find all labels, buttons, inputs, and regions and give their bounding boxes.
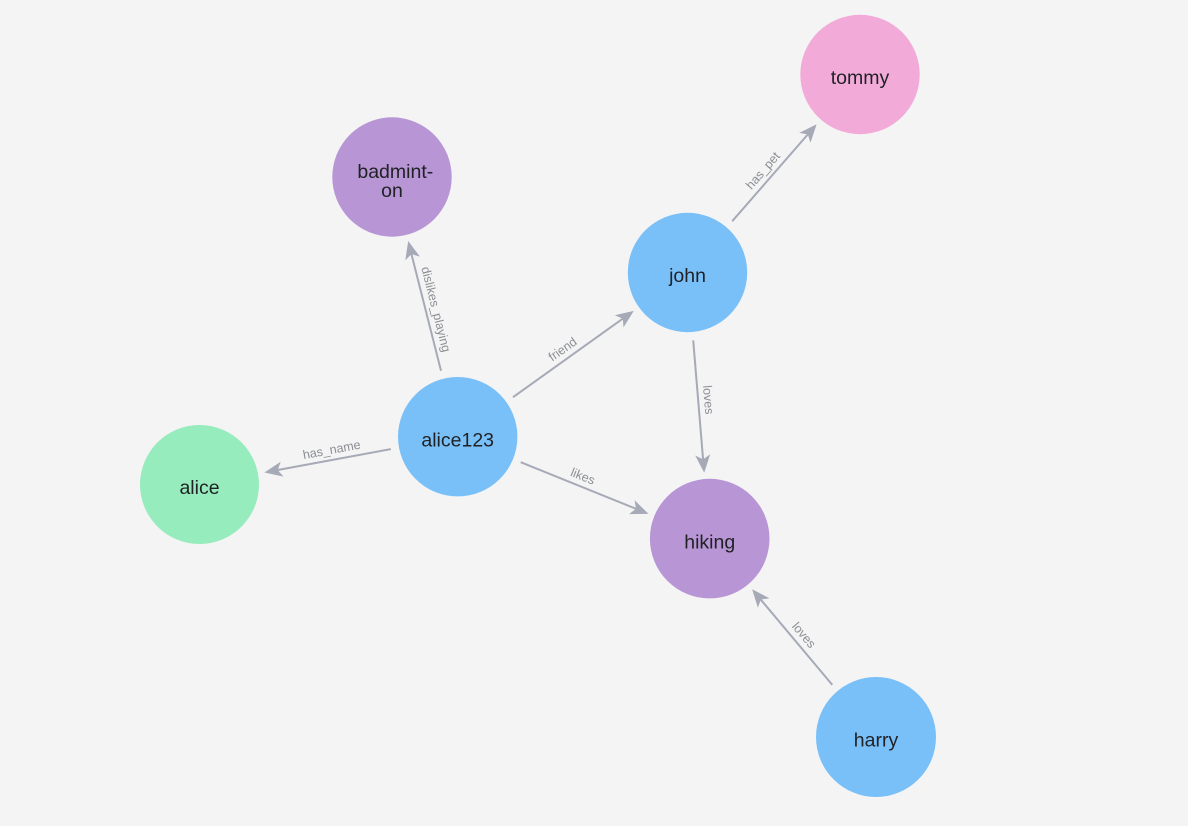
- svg-text:hiking: hiking: [684, 531, 735, 553]
- svg-text:harry: harry: [854, 730, 899, 752]
- svg-text:john: john: [668, 265, 706, 287]
- svg-text:tommy: tommy: [831, 67, 890, 89]
- svg-text:alice123: alice123: [421, 429, 494, 451]
- svg-text:loves: loves: [700, 385, 716, 415]
- svg-text:badmint-: badmint-: [357, 161, 433, 183]
- svg-text:on: on: [381, 180, 403, 202]
- svg-text:alice: alice: [179, 477, 219, 499]
